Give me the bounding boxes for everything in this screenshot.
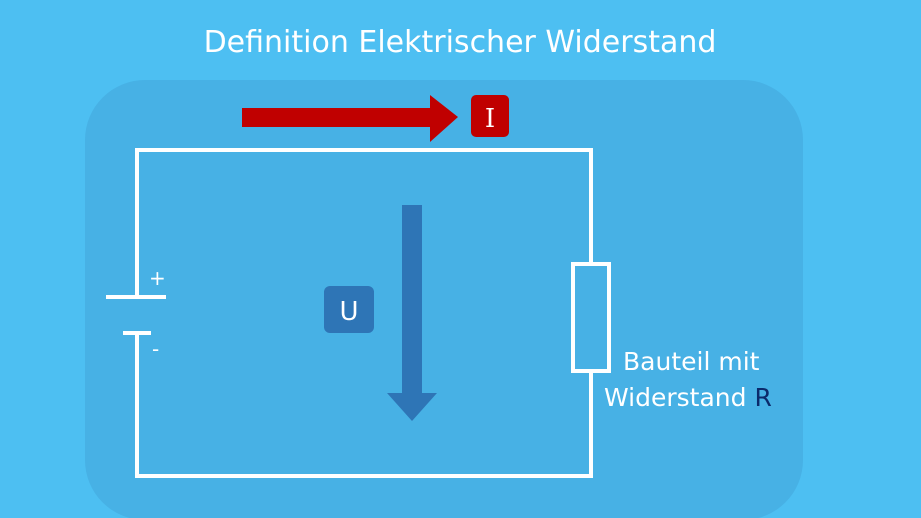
panel-background (85, 80, 803, 518)
circuit-wires (135, 148, 593, 478)
current-arrow (242, 95, 458, 142)
battery-plus-label: + (149, 266, 166, 290)
resistance-symbol: R (754, 383, 771, 412)
current-label: I (485, 104, 495, 134)
component-label-line1: Bauteil mit (623, 347, 760, 376)
diagram-title: Definition Elektrischer Widerstand (204, 25, 717, 60)
battery-symbol (106, 295, 166, 335)
resistor-symbol (571, 262, 611, 373)
battery-minus-label: - (152, 337, 159, 361)
voltage-arrow (387, 205, 437, 421)
component-label-line2: Widerstand R (604, 383, 772, 412)
voltage-label-box (324, 286, 374, 333)
component-label-prefix: Widerstand (604, 383, 754, 412)
current-label-box (471, 95, 509, 137)
voltage-label: U (339, 297, 358, 327)
